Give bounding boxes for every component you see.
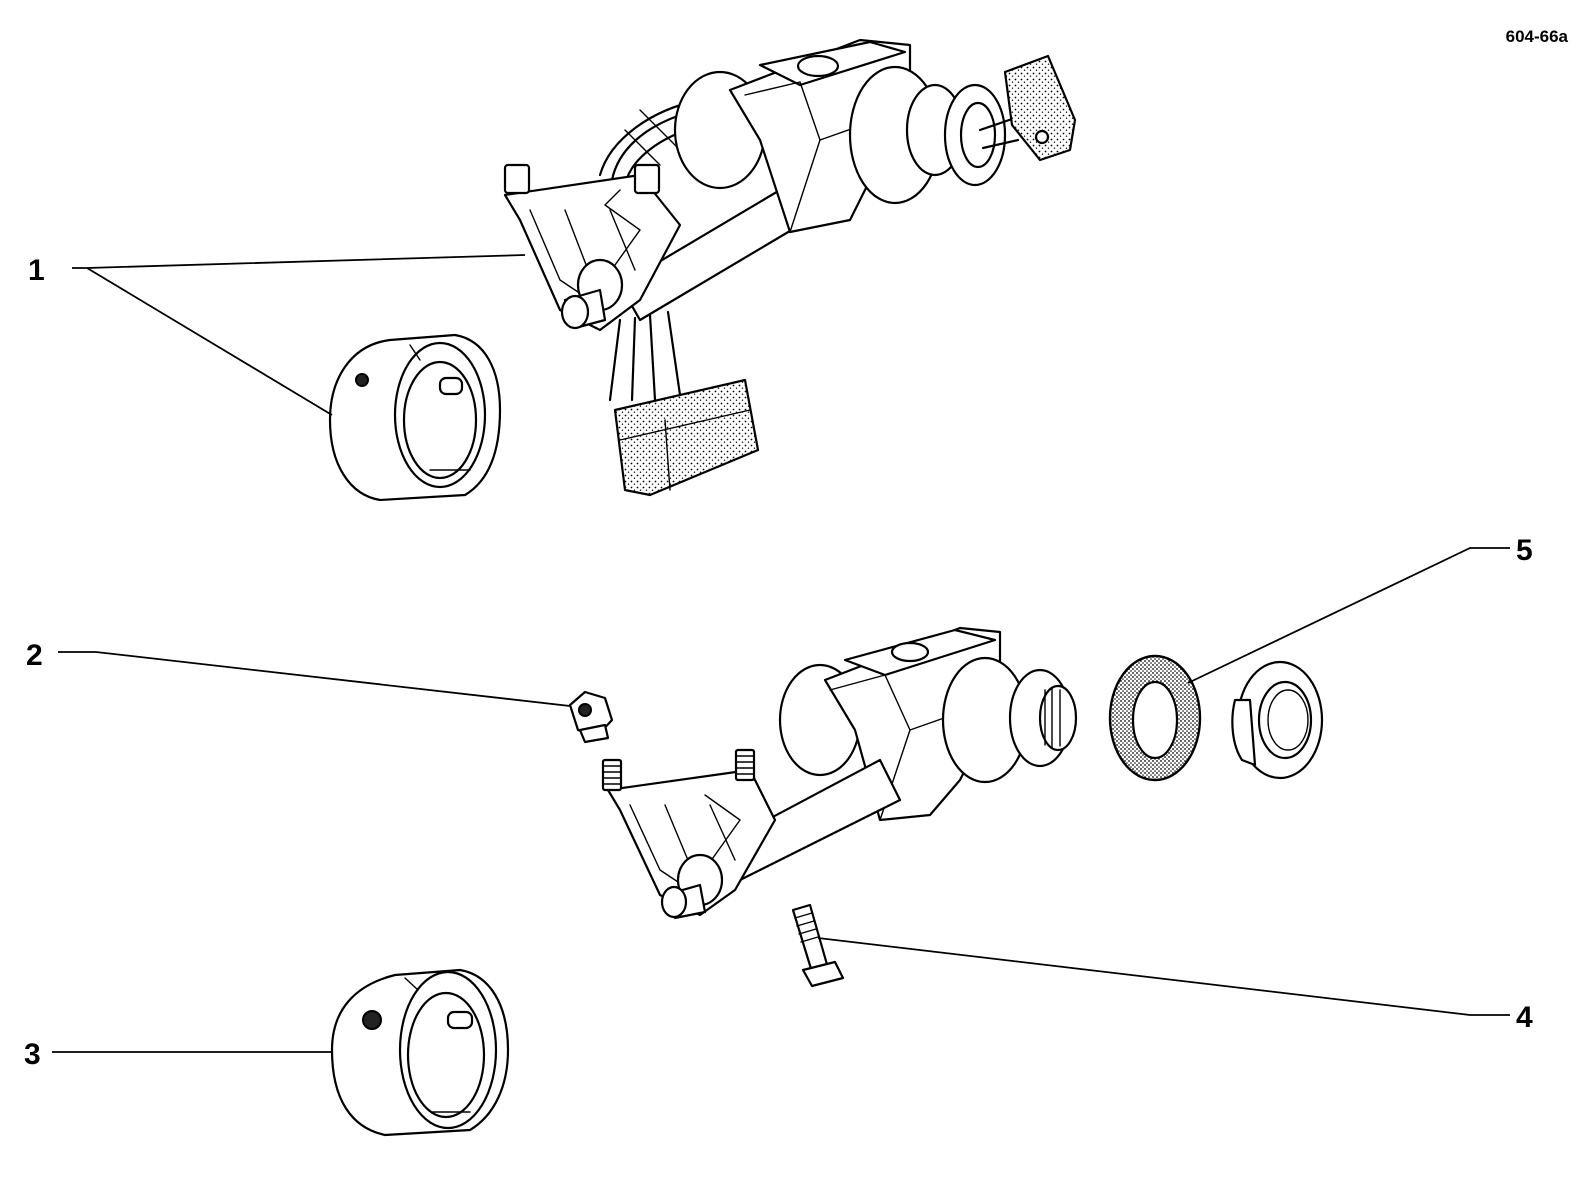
leader-line-4 [817, 937, 1510, 1016]
clamp-ring-upper [328, 333, 502, 502]
callout-4: 4 [1516, 1001, 1533, 1034]
clamp-ring-lower [330, 968, 510, 1137]
callout-5: 5 [1516, 534, 1533, 567]
nut [568, 690, 614, 744]
callout-1: 1 [28, 254, 45, 287]
figure-code: 604-66a [1506, 27, 1569, 46]
callout-2: 2 [26, 639, 43, 672]
sealing-washer [1108, 654, 1202, 782]
leader-line-5 [1187, 547, 1510, 684]
leader-line-1a [72, 254, 526, 269]
callout-3: 3 [24, 1038, 41, 1071]
leader-line-2 [58, 651, 571, 707]
ignition-lock-housing [601, 626, 1078, 920]
leader-line-1b [86, 267, 333, 416]
ignition-lock-assembly-complete [503, 38, 1077, 497]
shear-bolt [791, 903, 845, 988]
bezel-ring [1231, 660, 1324, 780]
